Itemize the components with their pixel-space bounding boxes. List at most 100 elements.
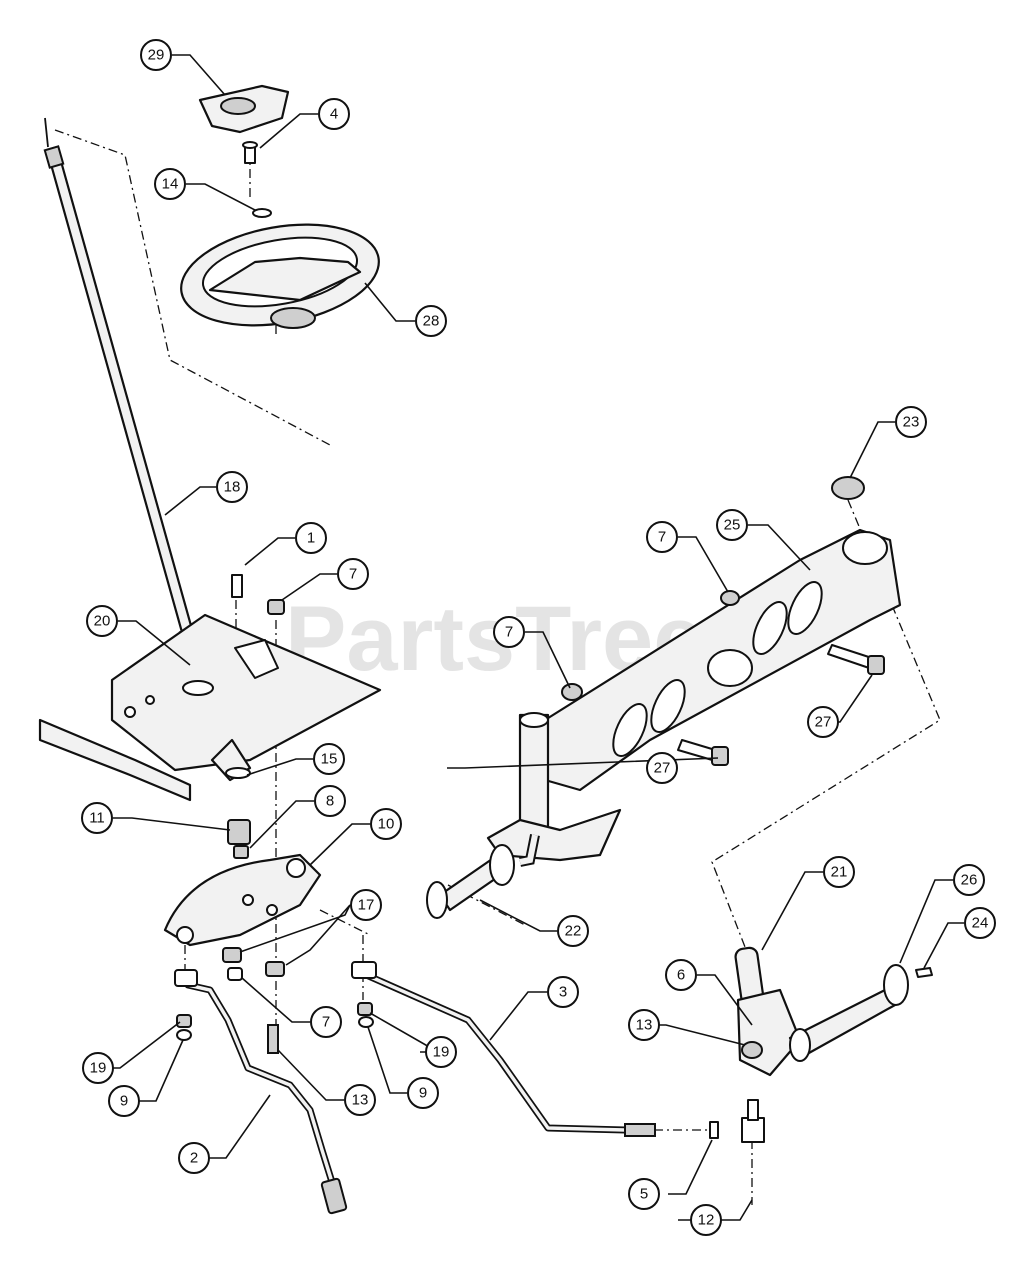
svg-text:9: 9: [419, 1085, 427, 1102]
svg-text:3: 3: [559, 984, 567, 1001]
nut-17a: [222, 947, 242, 963]
svg-text:5: 5: [640, 1186, 648, 1203]
callout-1: 1: [295, 522, 327, 554]
washer-15: [225, 767, 251, 779]
nut-7d: [720, 590, 740, 606]
nut-8: [233, 845, 249, 859]
washer-9a: [176, 1029, 192, 1041]
callout-19-a: 19: [82, 1052, 114, 1084]
callout-9-b: 9: [407, 1077, 439, 1109]
svg-text:28: 28: [423, 313, 440, 330]
callout-3: 3: [547, 976, 579, 1008]
callout-27-b: 27: [646, 752, 678, 784]
callout-14: 14: [154, 168, 186, 200]
axle-bolt-upper: [827, 644, 885, 675]
axle-bolt-lower: [677, 739, 729, 766]
washer-9b: [358, 1016, 374, 1028]
svg-text:13: 13: [352, 1092, 369, 1109]
washer-26: [883, 964, 909, 1006]
svg-text:26: 26: [961, 872, 978, 889]
callout-13-b: 13: [628, 1009, 660, 1041]
callout-25: 25: [716, 509, 748, 541]
svg-text:29: 29: [148, 47, 165, 64]
svg-text:20: 20: [94, 613, 111, 630]
callout-23: 23: [895, 406, 927, 438]
callout-8: 8: [314, 785, 346, 817]
svg-text:27: 27: [654, 760, 671, 777]
svg-text:6: 6: [677, 967, 685, 984]
callout-20: 20: [86, 605, 118, 637]
svg-text:14: 14: [162, 176, 179, 193]
svg-text:7: 7: [658, 529, 666, 546]
callout-9-a: 9: [108, 1085, 140, 1117]
bolt-13a: [267, 1024, 279, 1054]
clip-12: [741, 1117, 765, 1143]
svg-text:7: 7: [322, 1014, 330, 1031]
svg-text:21: 21: [831, 864, 848, 881]
svg-text:9: 9: [120, 1093, 128, 1110]
callout-6: 6: [665, 959, 697, 991]
callout-10: 10: [370, 808, 402, 840]
callout-21: 21: [823, 856, 855, 888]
callout-4: 4: [318, 98, 350, 130]
callout-2: 2: [178, 1142, 210, 1174]
nut-23: [831, 476, 865, 500]
drag-link-right: [351, 961, 656, 1137]
svg-text:24: 24: [972, 915, 989, 932]
callout-17: 17: [350, 889, 382, 921]
callout-27-a: 27: [807, 706, 839, 738]
callout-15: 15: [313, 743, 345, 775]
callout-22: 22: [557, 915, 589, 947]
svg-text:2: 2: [190, 1150, 198, 1167]
callout-5: 5: [628, 1178, 660, 1210]
svg-text:4: 4: [330, 106, 338, 123]
bushing-11: [227, 819, 251, 845]
svg-text:11: 11: [89, 810, 105, 827]
svg-text:22: 22: [565, 923, 582, 940]
svg-text:7: 7: [505, 624, 513, 641]
wheel-bolt: [242, 141, 258, 164]
nut-7b: [561, 683, 583, 701]
steering-wheel: [180, 223, 380, 329]
sector-gear: [163, 853, 322, 947]
svg-text:25: 25: [724, 517, 741, 534]
svg-text:19: 19: [90, 1060, 107, 1077]
callout-28: 28: [415, 305, 447, 337]
callout-7-c: 7: [310, 1006, 342, 1038]
nut-19b: [357, 1002, 373, 1016]
callout-24: 24: [964, 907, 996, 939]
wheel-washer: [252, 208, 272, 218]
callout-13-a: 13: [344, 1084, 376, 1116]
nut-17b: [265, 961, 285, 977]
nut-7c: [227, 967, 243, 981]
svg-text:13: 13: [636, 1017, 653, 1034]
svg-text:12: 12: [698, 1212, 715, 1229]
callout-7-d: 7: [646, 521, 678, 553]
callout-7-b: 7: [493, 616, 525, 648]
svg-text:15: 15: [321, 751, 338, 768]
front-axle: [486, 528, 902, 862]
callout-26: 26: [953, 864, 985, 896]
svg-text:27: 27: [815, 714, 832, 731]
pin-5: [709, 1121, 719, 1139]
callout-12: 12: [690, 1204, 722, 1236]
svg-text:1: 1: [307, 530, 315, 547]
callout-7-a: 7: [337, 558, 369, 590]
nut-19a: [176, 1014, 192, 1028]
callout-11: 11: [81, 802, 113, 834]
svg-text:8: 8: [326, 793, 334, 810]
spindle-left: [426, 834, 540, 919]
drag-link-left: [174, 969, 348, 1215]
cotter-pin-24: [915, 967, 933, 978]
svg-text:7: 7: [349, 566, 357, 583]
callout-18: 18: [216, 471, 248, 503]
spindle-right: [734, 946, 897, 1121]
callout-29: 29: [140, 39, 172, 71]
steering-plate: [38, 574, 382, 802]
svg-text:18: 18: [224, 479, 241, 496]
svg-text:23: 23: [903, 414, 920, 431]
svg-text:17: 17: [358, 897, 375, 914]
callout-19-b: 19: [425, 1036, 457, 1068]
steering-wheel-cap: [198, 84, 290, 134]
